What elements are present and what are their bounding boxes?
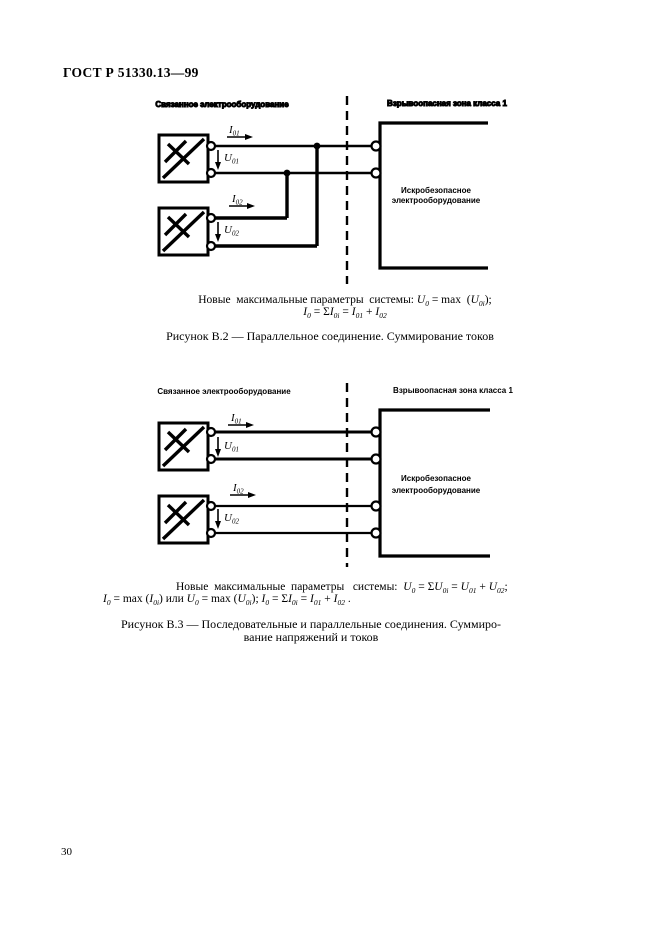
device-label-line2: электрооборудование <box>392 486 481 495</box>
wires-b3 <box>215 430 371 535</box>
page-number: 30 <box>61 846 72 858</box>
junction-dot <box>313 142 321 150</box>
terminal <box>370 167 382 179</box>
figure-b3-caption-line1: Рисунок В.3 — Последовательные и паралле… <box>120 617 502 631</box>
zone-label-right-b3: Взрывоопасная зона класса 1 <box>393 386 513 395</box>
terminal <box>205 426 217 438</box>
barrier-symbol-icon <box>166 430 191 454</box>
figure-b3-caption: Рисунок В.3 — Последовательные и паралле… <box>81 618 541 643</box>
current-arrowhead-icon <box>247 203 255 209</box>
voltage-label-u01: U01 <box>224 152 239 166</box>
current-arrowhead-icon <box>248 492 256 498</box>
voltage-arrowhead-icon <box>215 449 221 457</box>
barrier-symbol-icon <box>166 503 191 527</box>
terminal <box>370 140 382 152</box>
system-parameters-b2-line2: I0 = ΣI0i = I01 + I02 <box>303 306 387 320</box>
terminal <box>205 500 217 512</box>
barrier-symbol-icon <box>166 215 191 239</box>
terminal <box>205 527 217 539</box>
associated-apparatus-box-2 <box>157 494 210 545</box>
terminal <box>370 500 382 512</box>
safe-equipment-box-b2: Искробезопасное электрооборудование <box>378 121 488 270</box>
figure-b3-caption-line2: вание напряжений и токов <box>243 629 379 644</box>
voltage-arrowhead-icon <box>215 234 221 242</box>
voltage-label-u02: U02 <box>224 224 239 238</box>
current-arrowhead-icon <box>245 134 253 140</box>
terminal <box>205 140 217 152</box>
system-parameters-b3-line2: I0 = max (I0i) или U0 = max (U0i); I0 = … <box>103 593 351 607</box>
device-label-line1: Искробезопасное <box>401 186 471 195</box>
device-label-line2: электрооборудование <box>392 196 481 205</box>
wires-b2 <box>215 142 371 248</box>
associated-apparatus-box-2 <box>157 206 210 257</box>
annotations-b3: I01 U01 I02 U02 <box>215 412 256 529</box>
safe-equipment-box-b3: Искробезопасное электрооборудование <box>378 408 490 558</box>
barrier-symbol-icon <box>163 500 188 525</box>
current-label-i01: I01 <box>230 412 242 426</box>
associated-apparatus-box-1 <box>157 133 210 184</box>
junction-dot <box>283 169 291 177</box>
associated-apparatus-box-1 <box>157 421 210 472</box>
system-parameters-b2-line1: Новые максимальные параметры системы: U0… <box>198 294 492 308</box>
voltage-arrowhead-icon <box>215 162 221 170</box>
current-label-i01: I01 <box>228 124 240 138</box>
system-parameters-b3-line1: Новые максимальные параметры системы: U0… <box>176 581 508 595</box>
terminal <box>205 240 217 252</box>
barrier-symbol-icon <box>163 139 188 164</box>
figure-b3-diagram: Связанное электрооборудование Взрывоопас… <box>157 383 513 567</box>
terminals-b2 <box>205 140 382 252</box>
barrier-symbol-icon <box>163 212 188 237</box>
voltage-label-u02: U02 <box>224 512 239 526</box>
current-label-i02: I02 <box>232 482 244 496</box>
terminal <box>370 453 382 465</box>
zone-label-left-b2: Связанное электрооборудование <box>155 100 289 109</box>
voltage-arrowhead-icon <box>215 521 221 529</box>
barrier-symbol-icon <box>166 142 191 166</box>
figure-b2-caption: Рисунок В.2 — Параллельное соединение. С… <box>166 329 494 343</box>
document-header: ГОСТ Р 51330.13—99 <box>63 65 199 80</box>
terminal <box>370 527 382 539</box>
voltage-label-u01: U01 <box>224 440 239 454</box>
zone-label-right-b2: Взрывоопасная зона класса 1 <box>387 99 507 108</box>
terminal <box>205 453 217 465</box>
zone-label-left-b3: Связанное электрооборудование <box>157 387 291 396</box>
terminal <box>205 212 217 224</box>
terminal <box>370 426 382 438</box>
terminals-b3 <box>205 426 382 539</box>
device-label-line1: Искробезопасное <box>401 474 471 483</box>
barrier-symbol-icon <box>163 427 188 452</box>
figure-b2-diagram: Связанное электрооборудование Взрывоопас… <box>155 96 508 284</box>
terminal <box>205 167 217 179</box>
annotations-b2: I01 U01 I02 U02 <box>215 124 255 242</box>
current-label-i02: I02 <box>231 193 243 207</box>
current-arrowhead-icon <box>246 422 254 428</box>
